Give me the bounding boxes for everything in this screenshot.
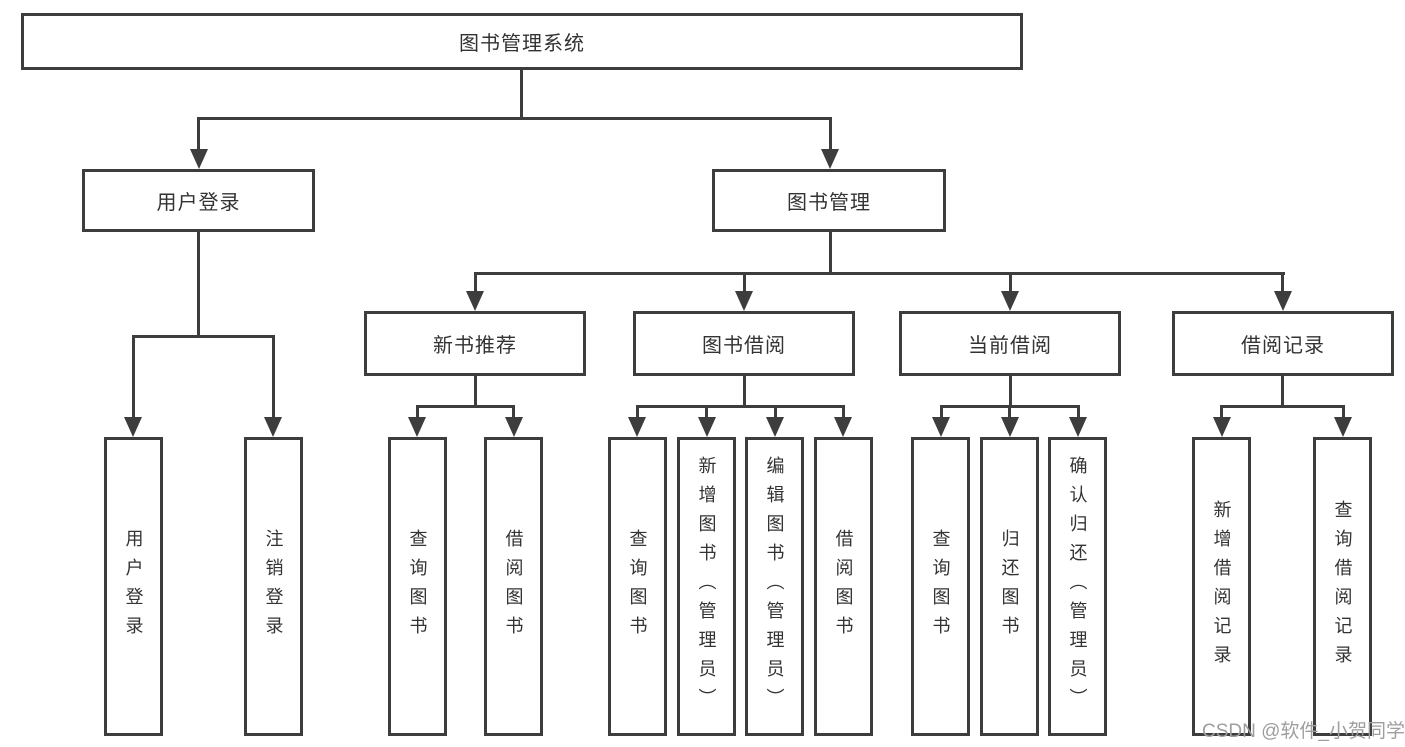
csdn-watermark: CSDN @软件_小贺同学 bbox=[1202, 721, 1405, 742]
connector-line bbox=[636, 405, 844, 408]
node-book-management-label: 图书管理 bbox=[787, 192, 871, 214]
leaf-user-login: 用户登录 bbox=[104, 437, 163, 736]
node-new-book-recommend-label: 新书推荐 bbox=[433, 335, 517, 357]
leaf-borrow-book-2: 借阅图书 bbox=[814, 437, 873, 736]
connector-line bbox=[1281, 374, 1284, 407]
connector-line bbox=[1009, 272, 1012, 294]
leaf-query-borrow-record-label: 查询借阅记录 bbox=[1332, 499, 1353, 674]
arrowhead-icon bbox=[735, 291, 753, 311]
arrowhead-icon bbox=[1001, 291, 1019, 311]
node-book-borrow: 图书借阅 bbox=[633, 311, 855, 376]
arrowhead-icon bbox=[505, 417, 523, 437]
arrowhead-icon bbox=[124, 417, 142, 437]
leaf-edit-book-admin-label: 编辑图书（管理员） bbox=[764, 456, 785, 717]
connector-line bbox=[197, 230, 200, 337]
arrowhead-icon bbox=[932, 417, 950, 437]
connector-line bbox=[132, 335, 135, 421]
leaf-query-borrow-record: 查询借阅记录 bbox=[1313, 437, 1372, 736]
connector-line bbox=[132, 335, 275, 338]
node-book-borrow-label: 图书借阅 bbox=[702, 335, 786, 357]
leaf-query-book-1-label: 查询图书 bbox=[407, 528, 428, 645]
arrowhead-icon bbox=[1001, 417, 1019, 437]
node-new-book-recommend: 新书推荐 bbox=[364, 311, 586, 376]
connector-line bbox=[1342, 405, 1345, 420]
arrowhead-icon bbox=[1213, 417, 1231, 437]
node-borrow-record-label: 借阅记录 bbox=[1241, 335, 1325, 357]
node-current-borrow: 当前借阅 bbox=[899, 311, 1121, 376]
connector-line bbox=[774, 405, 777, 420]
connector-line bbox=[842, 405, 845, 420]
node-current-borrow-label: 当前借阅 bbox=[968, 335, 1052, 357]
connector-line bbox=[197, 117, 832, 120]
connector-line bbox=[1077, 405, 1080, 420]
leaf-borrow-book-1-label: 借阅图书 bbox=[503, 528, 524, 645]
leaf-confirm-return-admin: 确认归还（管理员） bbox=[1048, 437, 1107, 736]
arrowhead-icon bbox=[466, 291, 484, 311]
arrowhead-icon bbox=[1069, 417, 1087, 437]
node-root-label: 图书管理系统 bbox=[459, 33, 585, 55]
leaf-return-book: 归还图书 bbox=[980, 437, 1039, 736]
connector-line bbox=[743, 374, 746, 407]
leaf-logout: 注销登录 bbox=[244, 437, 303, 736]
arrowhead-icon bbox=[821, 149, 839, 169]
leaf-query-book-1: 查询图书 bbox=[388, 437, 447, 736]
arrowhead-icon bbox=[766, 417, 784, 437]
leaf-user-login-label: 用户登录 bbox=[123, 528, 144, 645]
connector-line bbox=[636, 405, 639, 420]
connector-line bbox=[705, 405, 708, 420]
node-user-login-label: 用户登录 bbox=[156, 192, 241, 214]
connector-line bbox=[512, 405, 515, 420]
connector-line bbox=[416, 405, 419, 420]
connector-line bbox=[197, 117, 200, 153]
connector-line bbox=[1281, 272, 1284, 294]
connector-line bbox=[940, 405, 943, 420]
arrowhead-icon bbox=[698, 417, 716, 437]
connector-line bbox=[829, 117, 832, 153]
connector-line bbox=[474, 272, 1285, 275]
arrowhead-icon bbox=[834, 417, 852, 437]
leaf-borrow-book-2-label: 借阅图书 bbox=[833, 528, 854, 645]
leaf-borrow-book-1: 借阅图书 bbox=[484, 437, 543, 736]
arrowhead-icon bbox=[190, 149, 208, 169]
leaf-add-borrow-record-label: 新增借阅记录 bbox=[1211, 499, 1232, 674]
connector-line bbox=[474, 374, 477, 407]
leaf-query-book-3-label: 查询图书 bbox=[930, 528, 951, 645]
leaf-query-book-2: 查询图书 bbox=[608, 437, 667, 736]
connector-line bbox=[416, 405, 515, 408]
connector-line bbox=[272, 335, 275, 421]
leaf-add-borrow-record: 新增借阅记录 bbox=[1192, 437, 1251, 736]
connector-line bbox=[474, 272, 477, 294]
arrowhead-icon bbox=[1274, 291, 1292, 311]
connector-line bbox=[829, 230, 832, 274]
connector-line bbox=[1221, 405, 1344, 408]
connector-line bbox=[520, 68, 523, 119]
leaf-return-book-label: 归还图书 bbox=[999, 528, 1020, 645]
connector-line bbox=[1008, 405, 1011, 420]
connector-line bbox=[743, 272, 746, 294]
leaf-logout-label: 注销登录 bbox=[263, 528, 284, 645]
node-root-system: 图书管理系统 bbox=[21, 13, 1023, 70]
connector-line bbox=[1009, 374, 1012, 407]
arrowhead-icon bbox=[408, 417, 426, 437]
leaf-add-book-admin-label: 新增图书（管理员） bbox=[696, 456, 717, 717]
arrowhead-icon bbox=[1334, 417, 1352, 437]
node-book-management: 图书管理 bbox=[712, 169, 946, 232]
leaf-query-book-2-label: 查询图书 bbox=[627, 528, 648, 645]
node-user-login: 用户登录 bbox=[82, 169, 315, 232]
arrowhead-icon bbox=[628, 417, 646, 437]
leaf-edit-book-admin: 编辑图书（管理员） bbox=[745, 437, 804, 736]
node-borrow-record: 借阅记录 bbox=[1172, 311, 1394, 376]
leaf-query-book-3: 查询图书 bbox=[911, 437, 970, 736]
arrowhead-icon bbox=[264, 417, 282, 437]
leaf-confirm-return-admin-label: 确认归还（管理员） bbox=[1067, 456, 1088, 717]
connector-line bbox=[1220, 405, 1223, 420]
leaf-add-book-admin: 新增图书（管理员） bbox=[677, 437, 736, 736]
